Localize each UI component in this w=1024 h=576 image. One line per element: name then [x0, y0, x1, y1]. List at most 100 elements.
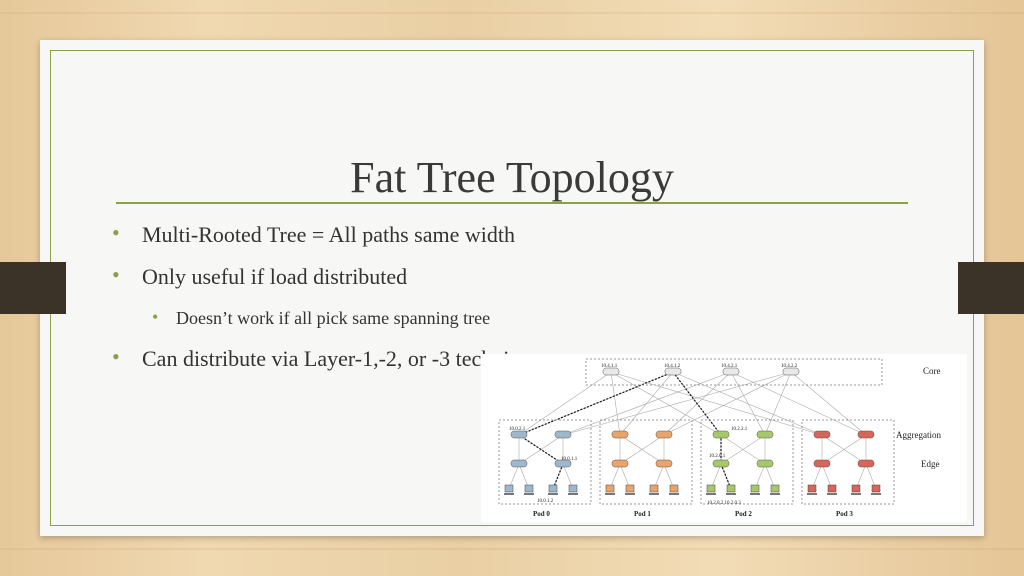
- switch-body: [857, 430, 875, 439]
- topology-link: [610, 371, 823, 436]
- topology-link: [518, 371, 674, 436]
- host-icon: [851, 484, 861, 495]
- switch-icon: [655, 459, 673, 468]
- switch-icon: [510, 459, 528, 468]
- pod-label: Pod 1: [634, 510, 651, 518]
- host-base: [524, 493, 534, 495]
- topology-link: [619, 434, 665, 465]
- topology-link: [518, 434, 564, 465]
- switch-icon: [611, 430, 629, 439]
- host-base: [770, 493, 780, 495]
- host-icon: [726, 484, 736, 495]
- host-icon: [568, 484, 578, 495]
- host-monitor: [669, 484, 679, 493]
- switch-icon: [510, 430, 528, 439]
- slide-title: Fat Tree Topology: [350, 153, 674, 202]
- right-edge-tab: [958, 262, 1024, 314]
- host-monitor: [726, 484, 736, 493]
- switch-body: [813, 459, 831, 468]
- switch-icon: [756, 459, 774, 468]
- bullet-dot-icon: •: [152, 307, 159, 327]
- switch-body: [554, 430, 572, 439]
- switch-icon: [813, 430, 831, 439]
- topology-link: [610, 371, 722, 436]
- switch-body: [756, 459, 774, 468]
- switch-body: [756, 430, 774, 439]
- switch-body: [510, 430, 528, 439]
- switch-icon: [611, 459, 629, 468]
- host-icon: [807, 484, 817, 495]
- bullet-text: Doesn’t work if all pick same spanning t…: [176, 308, 491, 328]
- pod2-agg-address: 10.2.2.1: [731, 427, 748, 432]
- core-layer-label: Core: [923, 366, 941, 376]
- switch-icon: [813, 459, 831, 468]
- host-icon: [649, 484, 659, 495]
- bullet-item: •Only useful if load distributed: [112, 262, 407, 290]
- pod0-agg-address: 10.0.2.1: [509, 427, 526, 432]
- host-monitor: [851, 484, 861, 493]
- switch-body: [712, 430, 730, 439]
- pod-label: Pod 3: [836, 510, 853, 518]
- switch-icon: [756, 430, 774, 439]
- pod-box: [599, 419, 693, 505]
- fat-tree-diagram: Core Aggregation Edge 10.4.1.1 10.4.1.2 …: [481, 354, 967, 522]
- edge-layer-label: Edge: [921, 459, 940, 469]
- host-base: [851, 493, 861, 495]
- pod-box: [801, 419, 895, 505]
- host-icon: [669, 484, 679, 495]
- switch-icon: [554, 459, 572, 468]
- sub-bullet-item: • Doesn’t work if all pick same spanning …: [152, 307, 491, 329]
- host-icon: [750, 484, 760, 495]
- host-icon: [770, 484, 780, 495]
- host-base: [706, 493, 716, 495]
- bullet-dot-icon: •: [112, 220, 120, 245]
- switch-body: [655, 430, 673, 439]
- switch-body: [722, 367, 740, 376]
- topology-link: [790, 371, 867, 436]
- switch-body: [611, 459, 629, 468]
- switch-body: [655, 459, 673, 468]
- host-monitor: [625, 484, 635, 493]
- topology-link: [672, 371, 722, 436]
- host-monitor: [524, 484, 534, 493]
- host-icon: [504, 484, 514, 495]
- host-monitor: [605, 484, 615, 493]
- topology-link: [720, 434, 766, 465]
- topology-link: [562, 371, 732, 436]
- switch-body: [611, 430, 629, 439]
- bullet-text: Multi-Rooted Tree = All paths same width: [142, 222, 515, 247]
- switch-body: [664, 367, 682, 376]
- host-icon: [827, 484, 837, 495]
- switch-icon: [712, 430, 730, 439]
- switch-icon: [857, 430, 875, 439]
- switch-body: [712, 459, 730, 468]
- switch-body: [602, 367, 620, 376]
- switch-body: [554, 459, 572, 468]
- host-base: [726, 493, 736, 495]
- switch-icon: [712, 459, 730, 468]
- host-monitor: [548, 484, 558, 493]
- host-icon: [706, 484, 716, 495]
- topology-link: [619, 371, 674, 436]
- host-icon: [524, 484, 534, 495]
- switch-icon: [782, 367, 800, 376]
- host-base: [669, 493, 679, 495]
- aggregation-layer-label: Aggregation: [896, 430, 941, 440]
- host-monitor: [807, 484, 817, 493]
- pod-label: Pod 2: [735, 510, 752, 518]
- pod-box: [498, 419, 592, 505]
- switch-body: [782, 367, 800, 376]
- host-icon: [871, 484, 881, 495]
- host-monitor: [649, 484, 659, 493]
- switch-body: [857, 459, 875, 468]
- topology-link: [610, 371, 621, 436]
- host-base: [807, 493, 817, 495]
- host-monitor: [568, 484, 578, 493]
- switch-icon: [655, 430, 673, 439]
- host-base: [649, 493, 659, 495]
- switch-icon: [857, 459, 875, 468]
- pod2-edge-address: 10.2.0.1: [709, 454, 726, 459]
- pod2-host-addresses: 10.2.0.2 10.2.0.3: [707, 501, 741, 506]
- pod0-host-address: 10.0.1.2: [537, 499, 554, 504]
- host-icon: [605, 484, 615, 495]
